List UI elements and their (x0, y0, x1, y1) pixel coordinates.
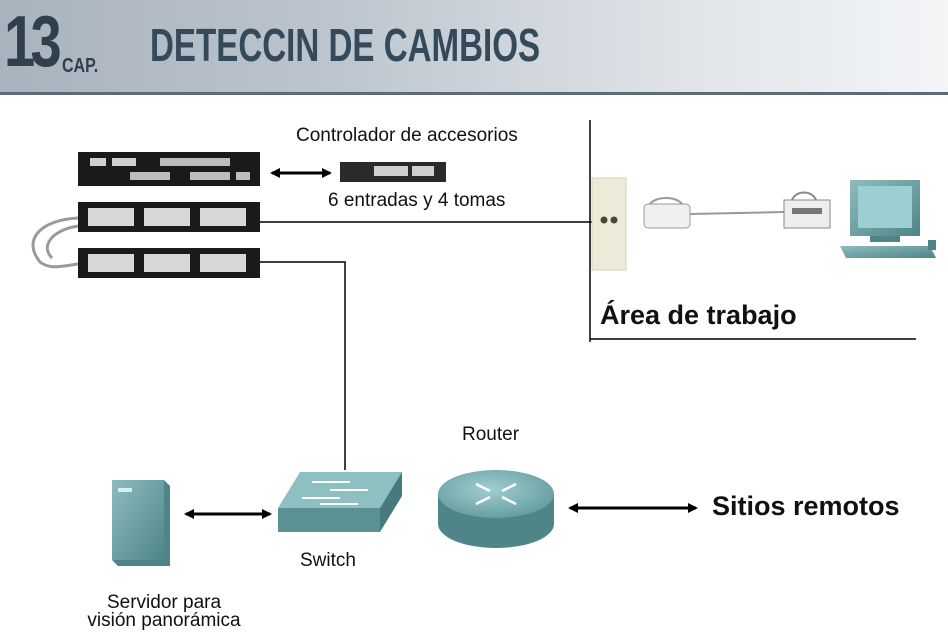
work-area-cable (689, 211, 785, 215)
chapter-header: 13 CAP. DETECCIN DE CAMBIOS (0, 0, 948, 92)
chapter-word: CAP. (62, 55, 99, 77)
header-divider (0, 92, 948, 95)
rj45-connector (643, 197, 691, 229)
inputs-label: 6 entradas y 4 tomas (328, 190, 506, 211)
router-label: Router (462, 424, 520, 445)
server-label-line2: visión panorámica (87, 610, 241, 631)
work-area-label: Área de trabajo (600, 300, 797, 330)
chapter-number: 13 (4, 2, 62, 82)
page-title: DETECCIN DE CAMBIOS (150, 19, 541, 71)
computer-icon (840, 180, 936, 258)
patch-panel-2 (78, 248, 260, 278)
accessory-controller (340, 162, 446, 182)
switch-icon (278, 472, 402, 532)
wall-jack (591, 177, 627, 271)
router-icon (438, 470, 554, 548)
remote-sites-label: Sitios remotos (712, 491, 900, 521)
server-icon (112, 480, 170, 566)
server-label-line1: Servidor para (106, 592, 222, 613)
patch-panel-1 (78, 202, 260, 232)
rack-panel-top (78, 152, 260, 186)
line-to-switch (260, 261, 346, 470)
patch-cables (31, 216, 79, 269)
controller-label: Controlador de accesorios (296, 125, 518, 146)
network-adapter (783, 191, 831, 229)
switch-label: Switch (300, 550, 356, 571)
